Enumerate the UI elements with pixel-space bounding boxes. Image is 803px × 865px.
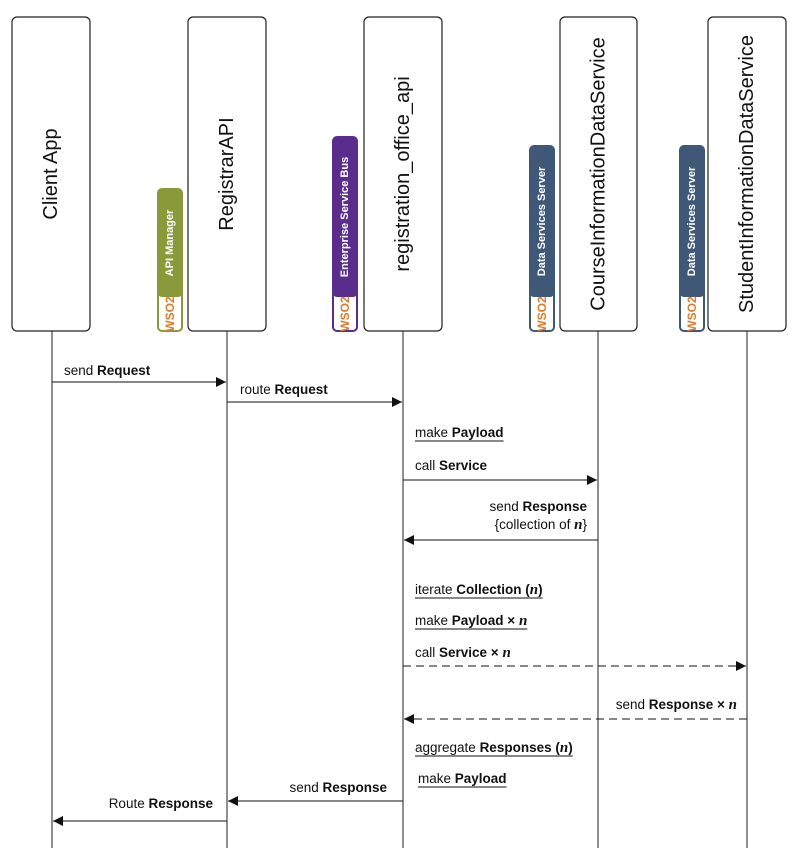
- message-m3: make Payload: [415, 425, 504, 442]
- participant-name: CourseInformationDataService: [588, 37, 610, 310]
- message-label: send Response: [489, 499, 587, 514]
- message-m11: make Payload: [418, 771, 507, 788]
- message-label: iterate Collection (n): [415, 582, 543, 598]
- message-m2: route Request: [227, 382, 402, 407]
- wso2-logo-icon: WSO2: [535, 296, 549, 332]
- message-m4: call Service: [403, 458, 597, 485]
- participant-course: CourseInformationDataService: [559, 16, 638, 332]
- message-label: send Request: [64, 363, 151, 378]
- product-badge-text: Enterprise Service Bus: [339, 157, 351, 277]
- message-m13: Route Response: [53, 796, 227, 826]
- message-m7: make Payload × n: [415, 613, 528, 630]
- message-label: Route Response: [109, 796, 214, 811]
- message-label: aggregate Responses (n): [415, 740, 573, 756]
- wso2-logo-icon: WSO2: [338, 296, 352, 332]
- participant-name: StudentInformationDataService: [736, 35, 758, 313]
- message-m6: iterate Collection (n): [415, 582, 543, 599]
- message-m12: send Response: [228, 780, 403, 806]
- participant-client: Client App: [11, 16, 91, 332]
- participant-box: [11, 16, 91, 332]
- message-label: send Response: [289, 780, 387, 795]
- participant-name: registration_office_api: [392, 76, 414, 271]
- participant-student: StudentInformationDataService: [707, 16, 787, 332]
- message-label: make Payload: [415, 425, 504, 440]
- message-m5: send Response {collection of n}: [404, 499, 598, 545]
- message-label: make Payload × n: [415, 613, 527, 629]
- message-label-detail: {collection of n}: [495, 517, 588, 533]
- participant-regoffice: registration_office_api: [363, 16, 443, 332]
- message-label: send Response × n: [616, 697, 737, 713]
- participant-name: RegistrarAPI: [216, 117, 238, 230]
- message-m8: call Service × n: [403, 645, 746, 671]
- message-m10: aggregate Responses (n): [415, 740, 573, 757]
- product-badge-text: Data Services Server: [686, 166, 698, 276]
- message-label: call Service × n: [415, 645, 511, 661]
- message-m9: send Response × n: [404, 697, 747, 724]
- participant-box: [187, 16, 267, 332]
- product-badge-text: Data Services Server: [536, 166, 548, 276]
- message-m1: send Request: [52, 363, 226, 387]
- message-label: make Payload: [418, 771, 507, 786]
- message-label: call Service: [415, 458, 488, 473]
- participant-registrar: RegistrarAPI: [187, 16, 267, 332]
- participant-box: [559, 16, 638, 332]
- participant-name: Client App: [40, 128, 62, 219]
- wso2-logo-icon: WSO2: [163, 296, 177, 332]
- participant-box: [707, 16, 787, 332]
- wso2-logo-icon: WSO2: [685, 296, 699, 332]
- product-badge-text: API Manager: [164, 209, 176, 276]
- participant-box: [363, 16, 443, 332]
- message-label: route Request: [240, 382, 328, 397]
